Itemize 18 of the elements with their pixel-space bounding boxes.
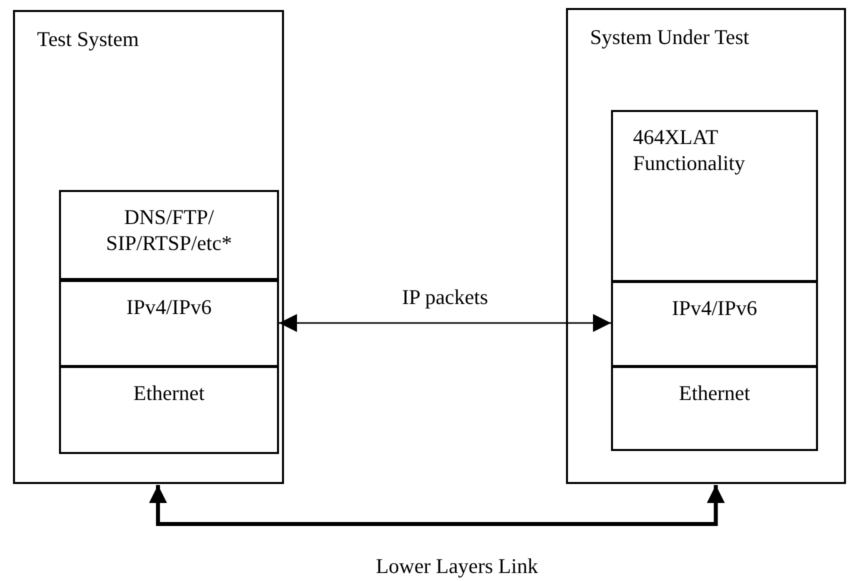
- double-arrow: [279, 314, 611, 332]
- layer-label: IPv4/IPv6: [125, 294, 213, 320]
- layer-label: 464XLAT Functionality: [633, 124, 746, 176]
- protocol-layer-box: [59, 280, 279, 367]
- layer-label: Ethernet: [132, 380, 206, 406]
- protocol-layer-box: [59, 366, 279, 454]
- system-box: [566, 8, 846, 484]
- layer-label: Ethernet: [678, 380, 752, 406]
- function-box: [611, 110, 818, 282]
- double-arrow: [148, 485, 725, 526]
- system-title: System Under Test: [590, 24, 750, 50]
- layer-label: DNS/FTP/ SIP/RTSP/etc*: [105, 204, 233, 256]
- system-title: Test System: [37, 26, 139, 52]
- layer-label: IPv4/IPv6: [670, 295, 758, 321]
- system-box: [13, 10, 284, 484]
- protocol-layer-box: [611, 281, 818, 367]
- protocol-layer-box: [611, 366, 818, 451]
- protocol-layer-box: [59, 190, 279, 280]
